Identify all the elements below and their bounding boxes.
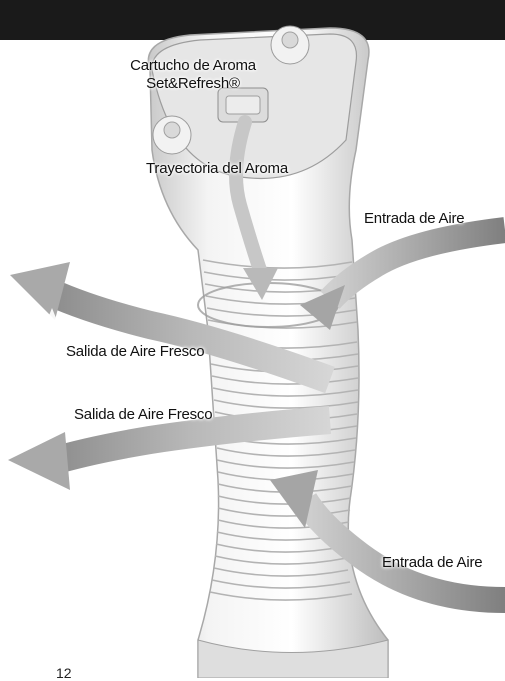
sparkle-icon	[38, 308, 66, 336]
label-air-inlet-top: Entrada de Aire	[364, 210, 465, 227]
label-air-inlet-bottom: Entrada de Aire	[382, 554, 483, 571]
label-cartridge-line1: Cartucho de Aroma	[130, 57, 256, 74]
air-inlet-arrow-top	[300, 217, 505, 330]
air-inlet-arrow-bottom	[270, 470, 505, 613]
aroma-arrowhead	[243, 268, 278, 300]
fresh-air-outlet-arrow-1	[10, 262, 335, 394]
label-aroma-path: Trayectoria del Aroma	[146, 160, 288, 177]
label-cartridge-line2: Set&Refresh®	[146, 75, 240, 92]
page-number: 12	[56, 665, 72, 681]
aroma-path-arrow	[229, 115, 267, 277]
label-cartridge: Cartucho de Aroma Set&Refresh®	[110, 57, 276, 93]
label-fresh-air-outlet-2: Salida de Aire Fresco	[74, 406, 213, 423]
label-fresh-air-outlet-1: Salida de Aire Fresco	[66, 343, 205, 360]
fresh-air-outlet-arrow-2	[8, 406, 332, 490]
